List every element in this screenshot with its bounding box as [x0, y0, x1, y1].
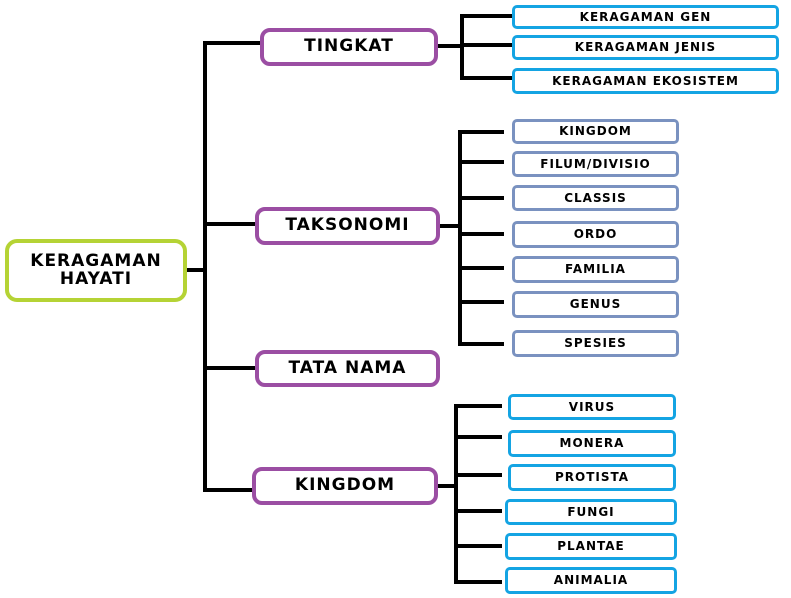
leaf-node: ORDO: [512, 221, 679, 248]
branch-node-kingdom: KINGDOM: [252, 467, 438, 505]
leaf-label: PLANTAE: [557, 539, 625, 554]
leaf-node: VIRUS: [508, 394, 676, 420]
branch-label: TAKSONOMI: [285, 215, 410, 236]
leaf-label: ANIMALIA: [553, 573, 629, 588]
leaf-label: ORDO: [573, 227, 618, 242]
leaf-node: PROTISTA: [508, 464, 676, 491]
branch-label: TINGKAT: [304, 36, 394, 57]
leaf-label: SPESIES: [564, 336, 627, 351]
leaf-node: KERAGAMAN GEN: [512, 5, 779, 29]
leaf-label: MONERA: [559, 436, 625, 451]
leaf-node: KERAGAMAN JENIS: [512, 35, 779, 60]
leaf-node: KINGDOM: [512, 119, 679, 144]
leaf-label: FILUM/DIVISIO: [540, 156, 651, 171]
leaf-label: FUNGI: [567, 504, 615, 519]
leaf-label: PROTISTA: [554, 470, 630, 485]
leaf-node: FAMILIA: [512, 256, 679, 283]
leaf-node: ANIMALIA: [505, 567, 677, 594]
leaf-label: VIRUS: [568, 399, 616, 414]
branch-node-tata-nama: TATA NAMA: [255, 350, 440, 387]
root-label: KERAGAMAN HAYATI: [30, 250, 162, 289]
leaf-node: PLANTAE: [505, 533, 677, 560]
leaf-node: CLASSIS: [512, 185, 679, 211]
leaf-label: KERAGAMAN EKOSISTEM: [552, 73, 739, 88]
leaf-label: KERAGAMAN JENIS: [574, 40, 717, 55]
branch-node-taksonomi: TAKSONOMI: [255, 207, 440, 245]
leaf-node: FUNGI: [505, 499, 677, 525]
leaf-label: KERAGAMAN GEN: [579, 9, 712, 24]
leaf-node: KERAGAMAN EKOSISTEM: [512, 68, 779, 94]
leaf-label: CLASSIS: [564, 190, 627, 205]
leaf-node: SPESIES: [512, 330, 679, 357]
leaf-node: MONERA: [508, 430, 676, 457]
root-node: KERAGAMAN HAYATI: [5, 239, 187, 302]
leaf-node: FILUM/DIVISIO: [512, 151, 679, 177]
leaf-label: KINGDOM: [559, 124, 632, 139]
branch-label: KINGDOM: [294, 475, 396, 496]
leaf-label: GENUS: [569, 297, 622, 312]
leaf-node: GENUS: [512, 291, 679, 318]
branch-node-tingkat: TINGKAT: [260, 28, 438, 66]
branch-label: TATA NAMA: [288, 357, 407, 378]
leaf-label: FAMILIA: [565, 262, 626, 277]
